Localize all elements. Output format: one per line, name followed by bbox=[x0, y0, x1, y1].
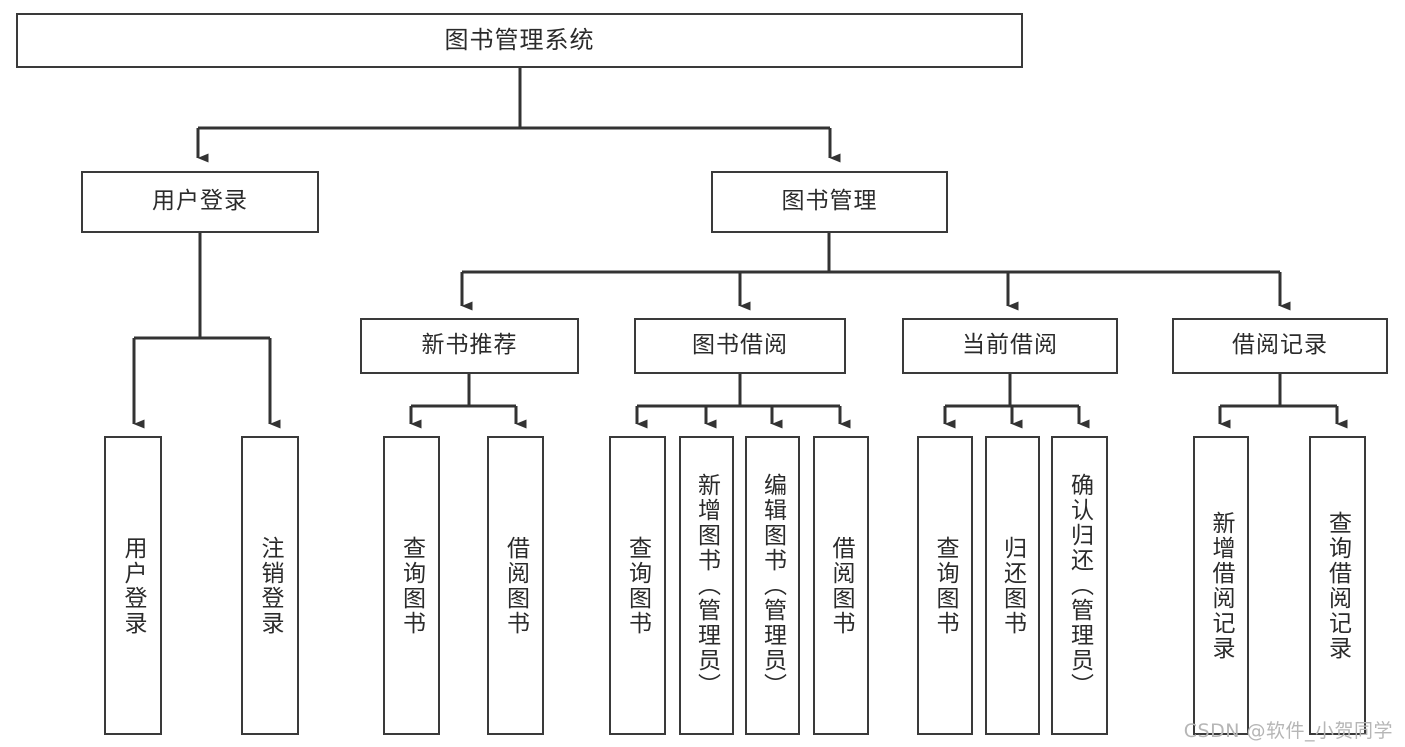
leaf-borrow-edit-book-admin[interactable]: 编辑图书（管理员） bbox=[745, 436, 800, 735]
leaf-label: 编辑图书（管理员） bbox=[759, 473, 786, 698]
leaf-current-return-book[interactable]: 归还图书 bbox=[985, 436, 1040, 735]
watermark-text: CSDN @软件_小贺同学 bbox=[1183, 720, 1393, 742]
leaf-user-login-logout[interactable]: 注销登录 bbox=[241, 436, 299, 735]
leaf-borrow-query-book[interactable]: 查询图书 bbox=[609, 436, 666, 735]
leaf-record-query-record[interactable]: 查询借阅记录 bbox=[1309, 436, 1366, 735]
leaf-label: 查询借阅记录 bbox=[1324, 510, 1351, 661]
node-borrow-record[interactable]: 借阅记录 bbox=[1172, 318, 1388, 374]
leaf-label: 查询图书 bbox=[398, 535, 425, 636]
node-label: 借阅记录 bbox=[1232, 332, 1328, 359]
leaf-record-add-record[interactable]: 新增借阅记录 bbox=[1193, 436, 1249, 735]
leaf-label: 归还图书 bbox=[999, 535, 1026, 636]
leaf-recommend-borrow-book[interactable]: 借阅图书 bbox=[487, 436, 544, 735]
node-label: 用户登录 bbox=[152, 188, 248, 215]
node-label: 图书借阅 bbox=[692, 332, 788, 359]
node-label: 图书管理系统 bbox=[444, 26, 595, 55]
node-user-login[interactable]: 用户登录 bbox=[81, 171, 319, 233]
leaf-label: 用户登录 bbox=[120, 535, 147, 636]
leaf-recommend-query-book[interactable]: 查询图书 bbox=[383, 436, 440, 735]
leaf-current-confirm-return-admin[interactable]: 确认归还（管理员） bbox=[1051, 436, 1108, 735]
leaf-user-login-login[interactable]: 用户登录 bbox=[104, 436, 162, 735]
leaf-label: 注销登录 bbox=[257, 535, 284, 636]
node-label: 当前借阅 bbox=[962, 332, 1058, 359]
node-current-borrow[interactable]: 当前借阅 bbox=[902, 318, 1118, 374]
node-book-borrow[interactable]: 图书借阅 bbox=[634, 318, 846, 374]
leaf-borrow-add-book-admin[interactable]: 新增图书（管理员） bbox=[679, 436, 734, 735]
node-new-book-recommend[interactable]: 新书推荐 bbox=[360, 318, 579, 374]
node-root-system[interactable]: 图书管理系统 bbox=[16, 13, 1023, 68]
node-label: 图书管理 bbox=[781, 188, 878, 215]
leaf-current-query-book[interactable]: 查询图书 bbox=[917, 436, 973, 735]
node-label: 新书推荐 bbox=[421, 332, 518, 359]
leaf-label: 查询图书 bbox=[624, 535, 651, 636]
leaf-label: 借阅图书 bbox=[502, 535, 529, 636]
node-book-management[interactable]: 图书管理 bbox=[711, 171, 948, 233]
leaf-label: 借阅图书 bbox=[828, 535, 855, 636]
leaf-label: 新增借阅记录 bbox=[1208, 510, 1235, 661]
leaf-label: 查询图书 bbox=[932, 535, 959, 636]
leaf-label: 新增图书（管理员） bbox=[693, 473, 720, 698]
leaf-borrow-borrow-book[interactable]: 借阅图书 bbox=[813, 436, 869, 735]
leaf-label: 确认归还（管理员） bbox=[1066, 473, 1093, 698]
